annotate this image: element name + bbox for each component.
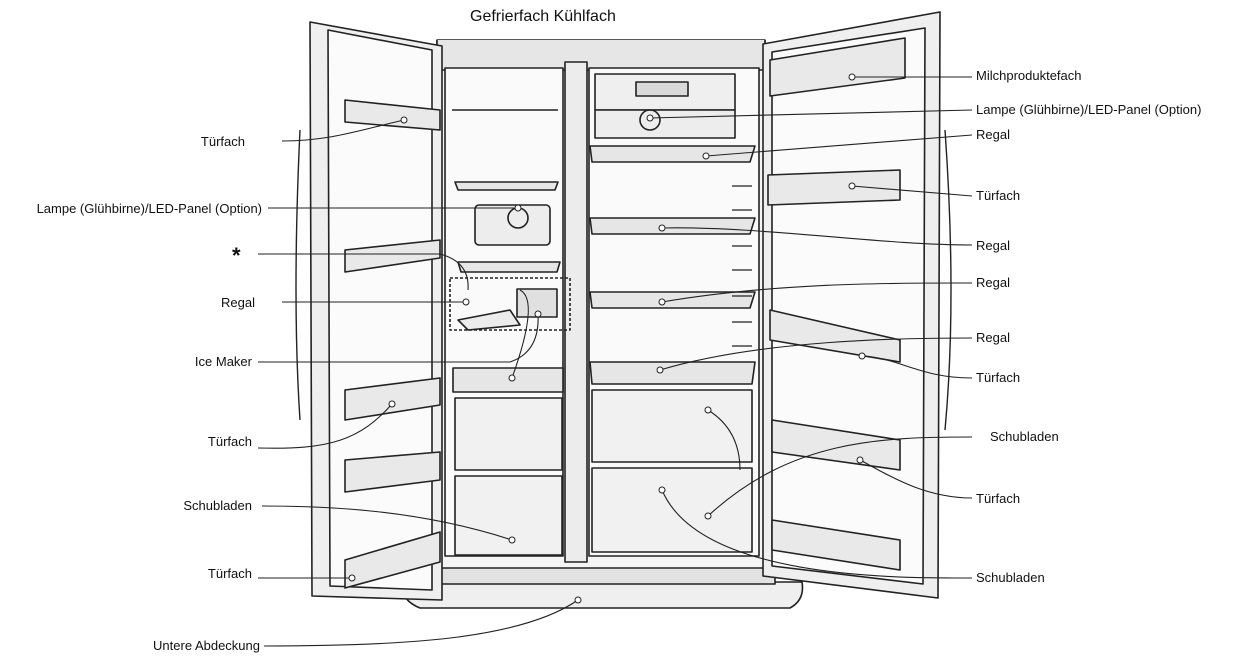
label-ice-maker: Ice Maker [194,354,252,369]
left-door-bin-5 [344,531,441,589]
fridge-drawer-2 [591,467,753,553]
label-tuerfach-right-3: Türfach [976,491,1021,506]
label-schubladen-right-2: Schubladen [976,570,1045,585]
label-tuerfach-left-2: Türfach [207,434,252,449]
label-schubladen-left: Schubladen [183,498,252,513]
freezer-drawer-top [452,367,564,393]
freezer-shelf-2 [457,261,561,273]
right-door-bin-1 [767,169,901,206]
label-lampe-left: Lampe (Glühbirne)/LED-Panel (Option) [36,201,262,216]
label-regal-right-3: Regal [976,275,1010,290]
label-tuerfach-left-1: Türfach [200,134,245,149]
right-door-bin-4 [771,519,901,571]
label-tuerfach-right-2: Türfach [976,370,1021,385]
freezer-drawer-1 [454,397,563,471]
fridge-shelf-1 [589,145,756,163]
fridge-lamp [594,109,736,139]
ice-maker-area [449,277,571,331]
label-schubladen-right-1: Schubladen [990,429,1059,444]
diagram-title: Gefrierfach Kühlfach [470,8,616,25]
label-regal-right-2: Regal [976,238,1010,253]
freezer-lamp [474,204,551,246]
fridge-shelf-4 [589,361,756,385]
dairy-compartment [769,37,906,97]
bottom-cover [401,581,804,609]
leader-lines [257,76,973,647]
right-door-bin-3 [771,419,901,471]
right-door-bin-2 [769,309,901,363]
label-tuerfach-right-1: Türfach [976,188,1021,203]
label-regal-left: Regal [221,295,255,310]
label-regal-right-4: Regal [976,330,1010,345]
left-door-bin-1 [344,99,441,131]
label-untere-abdeckung: Untere Abdeckung [153,638,260,653]
label-tuerfach-left-3: Türfach [207,566,252,581]
label-regal-right-1: Regal [976,127,1010,142]
label-milchproduktefach: Milchproduktefach [976,68,1082,83]
left-door-bin-2 [344,239,441,273]
callout-dots [348,73,866,604]
left-door-bin-4 [344,451,441,493]
fridge-drawer-1 [591,389,753,463]
left-door-bin-3 [344,377,441,421]
fridge-shelf-2 [589,217,756,235]
center-divider [564,61,588,563]
freezer-drawer-2 [454,475,563,556]
asterisk-marker: * [232,243,241,268]
label-lampe-right: Lampe (Glühbirne)/LED-Panel (Option) [976,102,1202,117]
freezer-shelf-1 [454,181,559,191]
